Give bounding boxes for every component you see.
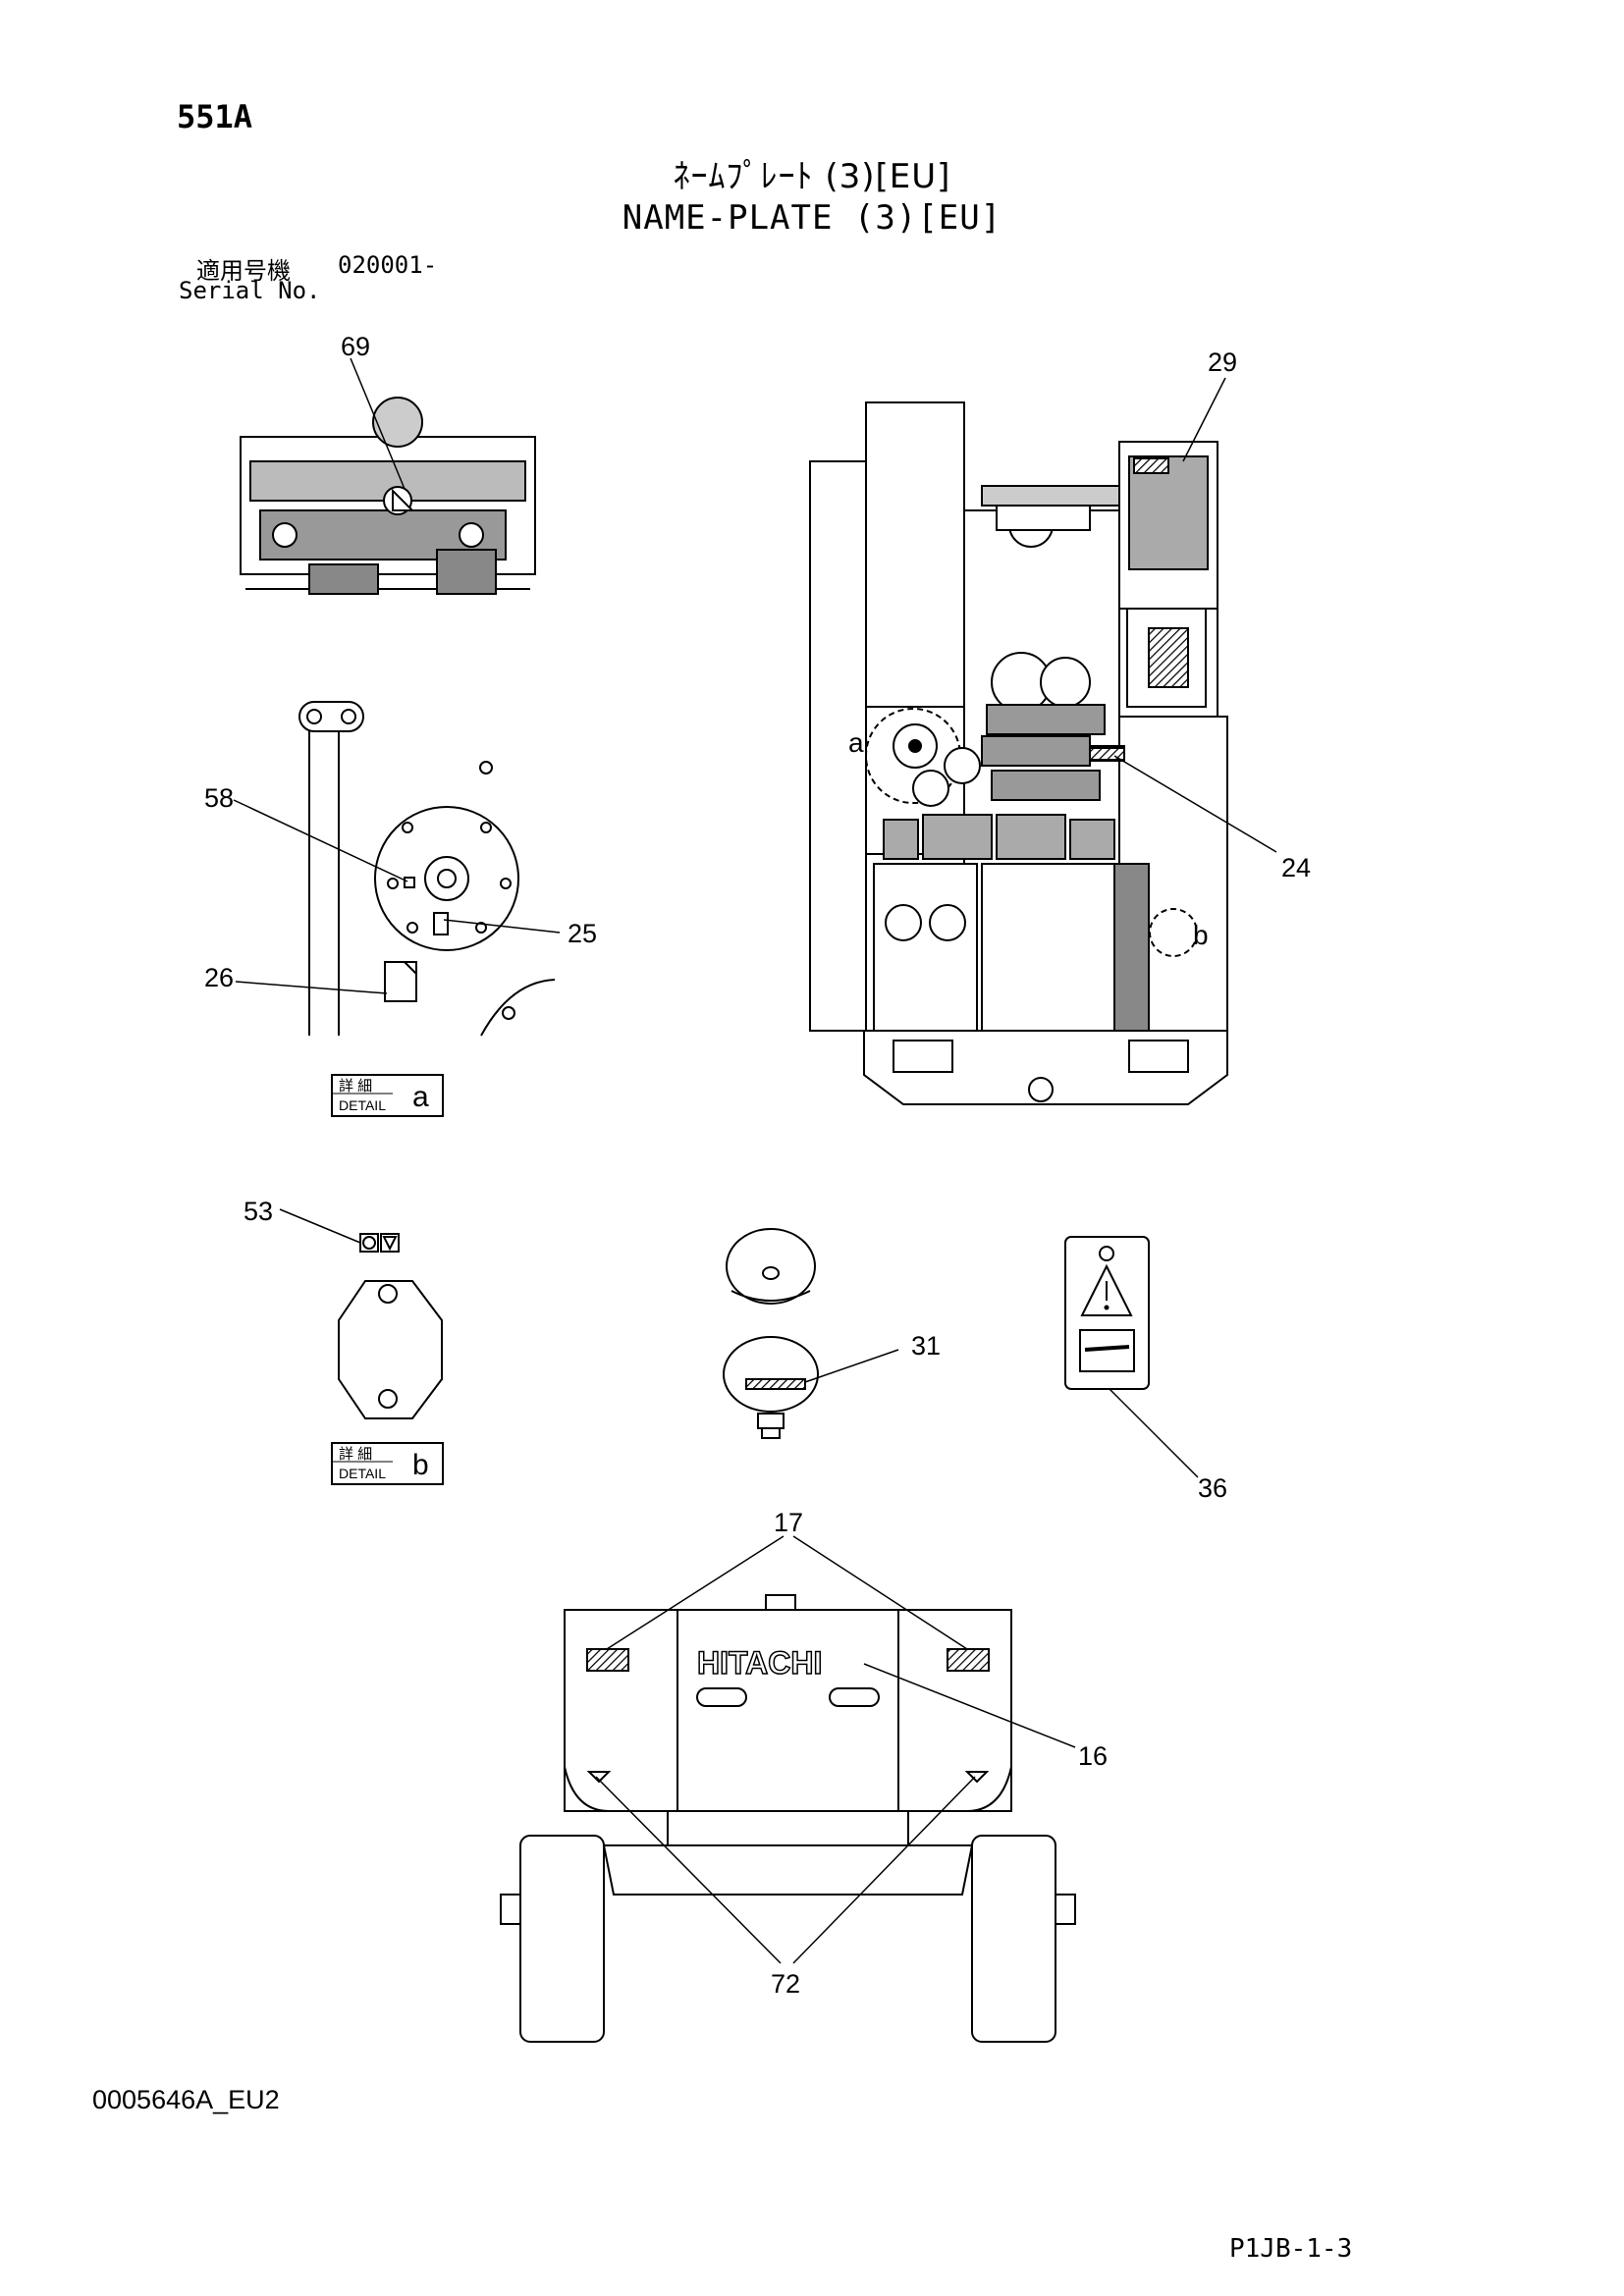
detail-b-label-en: DETAIL <box>339 1466 386 1481</box>
detail-b-label-ja: 詳 細 <box>339 1446 372 1463</box>
detail-a-letter: a <box>412 1081 429 1113</box>
detail-a-label-en: DETAIL <box>339 1097 386 1113</box>
serial-label-japanese: 適用号機 <box>196 257 291 285</box>
serial-range: 020001- <box>338 251 438 279</box>
leader-lines <box>233 357 1277 1964</box>
engine-drawing <box>240 397 536 595</box>
callout-29: 29 <box>1208 347 1237 377</box>
callout-53: 53 <box>244 1197 273 1226</box>
detail-marker-b: b <box>1193 920 1209 950</box>
callout-25: 25 <box>568 919 597 948</box>
page-reference: P1JB-1-3 <box>1229 2234 1353 2264</box>
hitachi-brand-plate: HITACHI <box>697 1645 822 1681</box>
page-code: 551A <box>177 98 253 135</box>
serial-label-english: Serial No. <box>179 277 321 304</box>
part-31-drawing <box>723 1228 819 1439</box>
machine-rear-view <box>500 1594 1076 2043</box>
detail-a-box <box>331 1074 444 1117</box>
callout-24: 24 <box>1281 853 1311 882</box>
detail-b-drawing <box>338 1233 443 1419</box>
detail-marker-a: a <box>848 727 864 758</box>
part-36-warning-tag <box>1064 1236 1150 1390</box>
title-english: NAME-PLATE (3)[EU] <box>622 198 1002 238</box>
callout-69: 69 <box>341 332 370 361</box>
detail-a-label-ja: 詳 細 <box>339 1078 372 1095</box>
machine-top-view <box>809 401 1228 1105</box>
document-code: 0005646A_EU2 <box>92 2085 280 2114</box>
detail-b-box <box>331 1442 444 1485</box>
callout-31: 31 <box>911 1331 941 1361</box>
callout-17: 17 <box>774 1508 803 1537</box>
callout-26: 26 <box>204 963 234 992</box>
callout-16: 16 <box>1078 1741 1108 1771</box>
callout-36: 36 <box>1198 1473 1227 1503</box>
callout-58: 58 <box>204 783 234 813</box>
title-japanese: ﾈｰﾑﾌﾟﾚｰﾄ (3)[EU] <box>673 157 951 196</box>
callout-72: 72 <box>771 1969 800 1999</box>
detail-b-letter: b <box>412 1449 429 1481</box>
detail-a-drawing <box>298 701 556 1037</box>
